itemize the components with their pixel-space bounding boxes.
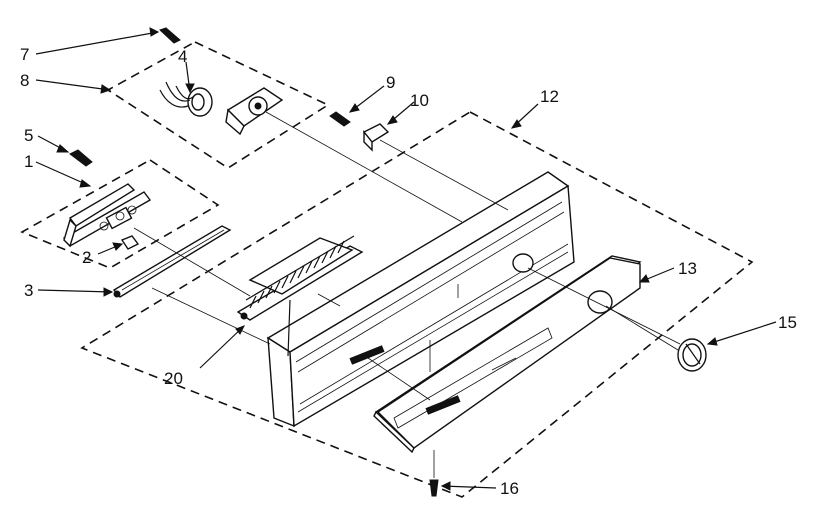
callout-1: 1 <box>24 152 33 171</box>
callout-12: 12 <box>540 87 559 106</box>
callout-20: 20 <box>164 369 183 388</box>
leader-lines <box>35 27 777 491</box>
group-outline-12 <box>80 111 754 498</box>
callout-15: 15 <box>778 313 797 332</box>
slide-bar <box>112 225 232 298</box>
callout-3: 3 <box>24 281 33 300</box>
callout-5: 5 <box>24 126 33 145</box>
group-outline-8 <box>106 41 330 169</box>
console-panel <box>266 171 575 428</box>
switch-cap <box>120 235 140 250</box>
callout-labels: 7 8 4 5 1 2 3 9 10 12 13 15 16 20 <box>20 45 797 498</box>
control-knob <box>677 338 707 372</box>
screw-9 <box>329 111 351 127</box>
screw-16 <box>429 479 439 497</box>
callout-9: 9 <box>386 73 395 92</box>
callout-4: 4 <box>178 47 187 66</box>
overlay-knob-hole <box>587 290 613 314</box>
control-panel-overlay <box>373 255 642 454</box>
callout-10: 10 <box>410 91 429 110</box>
assembly-lines <box>133 111 681 478</box>
panel-knob-hole <box>512 253 534 273</box>
callout-8: 8 <box>20 71 29 90</box>
callout-16: 16 <box>500 479 519 498</box>
button-teeth <box>249 240 345 309</box>
mounting-clip <box>362 123 390 152</box>
timer-motor <box>159 81 213 117</box>
callout-7: 7 <box>20 45 29 64</box>
screw-5 <box>69 149 93 167</box>
callout-13: 13 <box>678 259 697 278</box>
callout-2: 2 <box>82 248 91 267</box>
panel-slot <box>349 345 385 365</box>
screw-7 <box>159 27 181 44</box>
switch-bracket <box>62 183 152 248</box>
group-outline-1 <box>20 159 220 269</box>
button-assembly <box>236 235 364 321</box>
timer-housing <box>225 87 284 136</box>
